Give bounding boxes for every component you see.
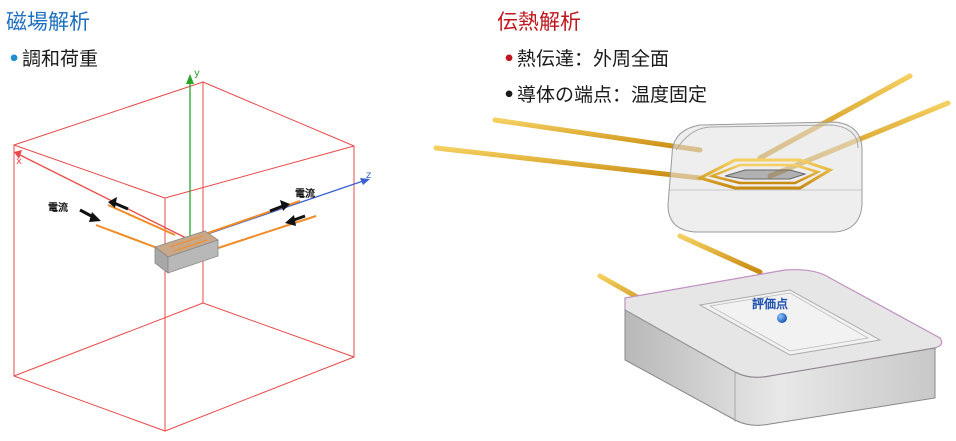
coordinate-axes <box>14 74 370 241</box>
current-arrow-icon <box>79 197 306 226</box>
axis-y-label: y <box>194 68 200 79</box>
air-domain-box <box>13 81 355 432</box>
magnetic-analysis-title: 磁場解析 <box>6 10 90 34</box>
bullet-dot-icon: • <box>8 48 21 70</box>
current-label-left: 電流 <box>48 201 68 214</box>
thermal-bullet-text-1: 熱伝達：外周全面 <box>517 48 670 70</box>
thermal-model-assembled <box>597 233 943 426</box>
axis-x-label: x <box>16 156 22 167</box>
bullet-dot-icon: • <box>503 84 516 106</box>
evaluation-point-label: 評価点 <box>752 296 788 311</box>
axis-z-label: z <box>366 170 371 181</box>
thermal-bullet-item-2: •導体の端点：温度固定 <box>503 80 707 107</box>
thermal-analysis-title: 伝熱解析 <box>497 10 581 34</box>
thermal-bullet-item-1: •熱伝達：外周全面 <box>503 44 669 71</box>
magnetic-bullet-item: •調和荷重 <box>8 44 98 71</box>
thermal-model-exploded <box>433 73 951 233</box>
device-model-small <box>154 230 219 274</box>
evaluation-point-marker <box>777 313 787 323</box>
bullet-dot-icon: • <box>503 48 516 70</box>
thermal-bullet-text-2: 導体の端点：温度固定 <box>517 84 708 106</box>
magnetic-bullet-text: 調和荷重 <box>22 48 99 70</box>
current-label-right: 電流 <box>295 187 315 200</box>
